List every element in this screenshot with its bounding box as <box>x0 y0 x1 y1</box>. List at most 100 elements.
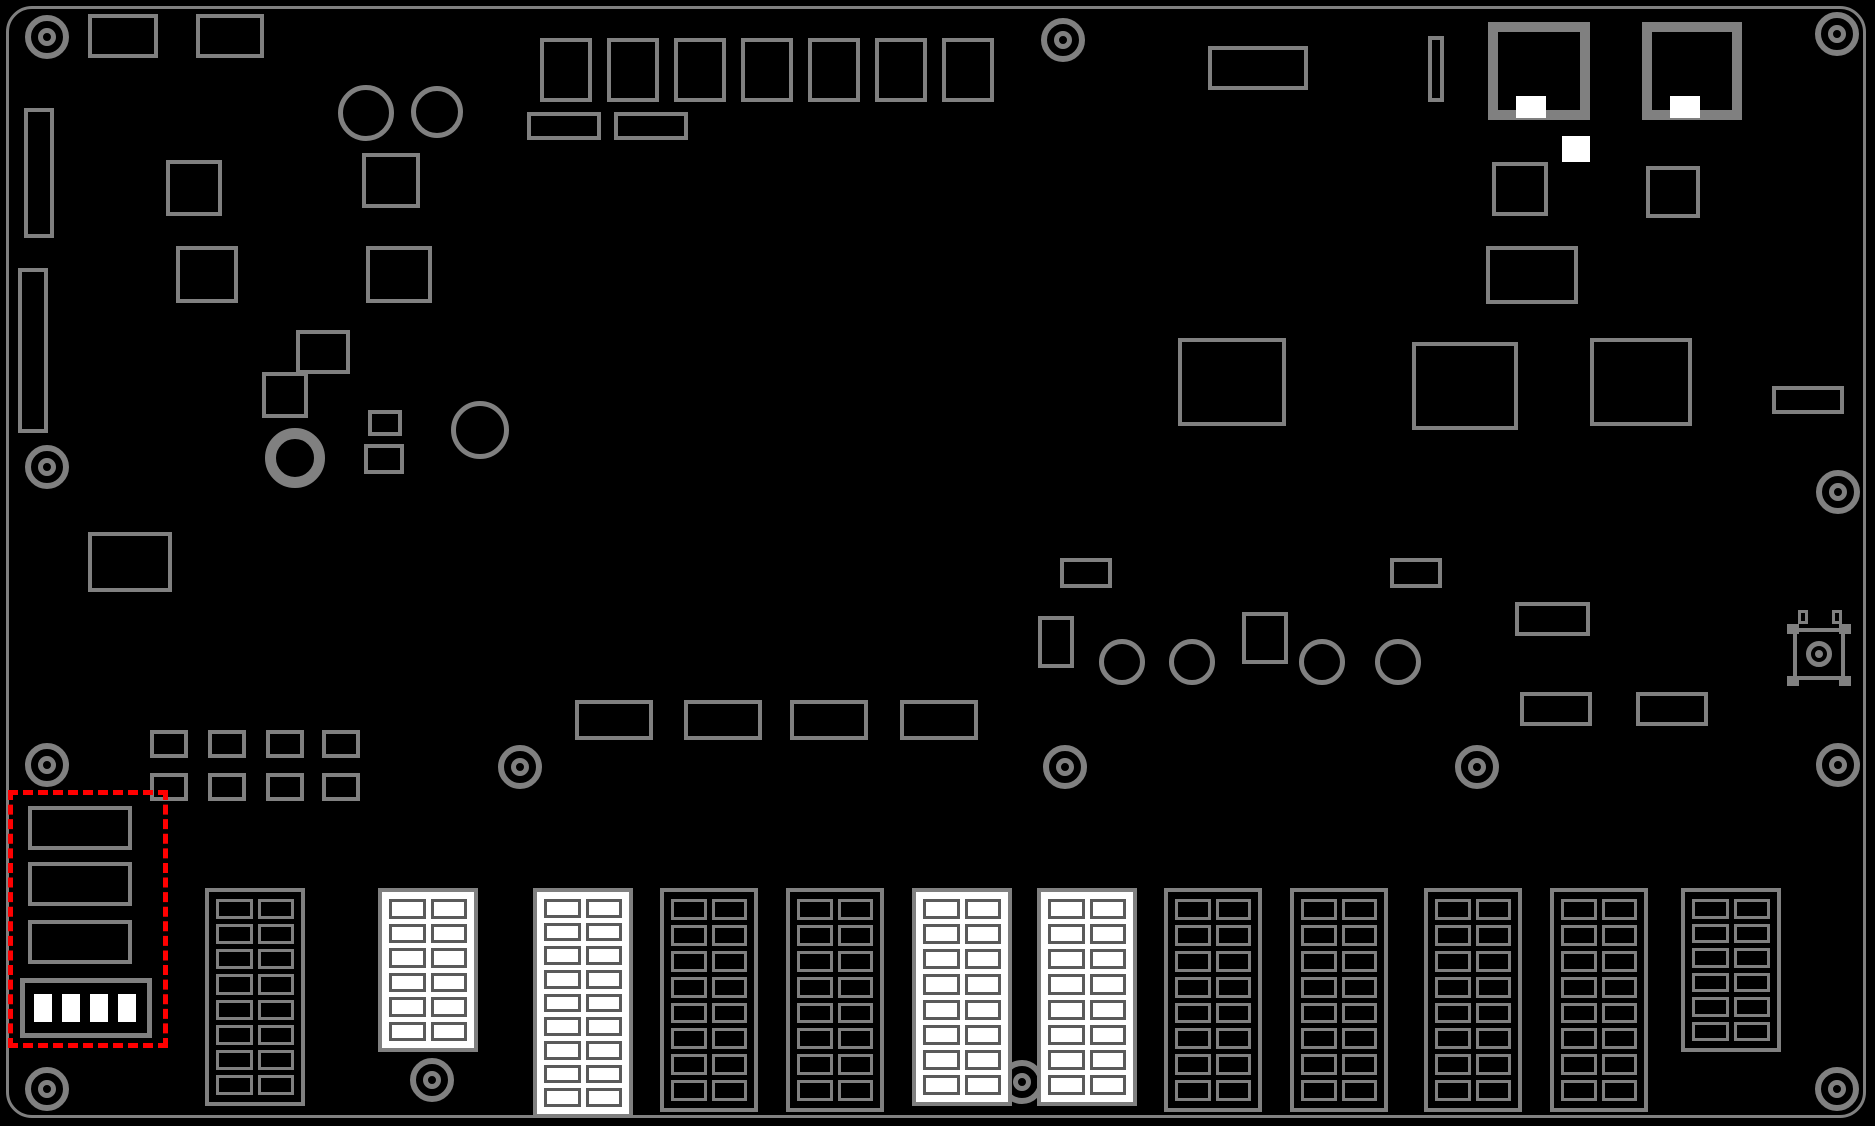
pin <box>257 899 294 920</box>
pin <box>389 899 426 919</box>
board-outline <box>6 6 1866 1118</box>
mounting-hole-inner <box>1828 25 1846 43</box>
pin <box>1175 1054 1211 1076</box>
smd-component <box>364 444 404 474</box>
pin <box>430 972 467 992</box>
pin <box>1301 1028 1337 1050</box>
pin <box>1215 950 1251 972</box>
pin <box>1175 1028 1211 1050</box>
smd-component <box>1428 36 1444 102</box>
pin <box>544 946 581 965</box>
mounting-hole <box>1043 745 1087 789</box>
pin <box>671 1080 707 1101</box>
pin <box>430 923 467 943</box>
pin <box>544 1088 581 1107</box>
pin <box>585 1040 622 1060</box>
edge-connector <box>18 268 48 433</box>
pin <box>1341 1080 1377 1101</box>
pin <box>1435 1028 1471 1050</box>
pin <box>1475 924 1511 946</box>
smd-component <box>1515 602 1590 636</box>
pin <box>671 1002 707 1024</box>
pin <box>1215 1054 1251 1076</box>
smd-component <box>88 14 158 58</box>
pin <box>1475 1028 1511 1050</box>
pin <box>1215 899 1251 920</box>
pin <box>1215 1080 1251 1101</box>
pin <box>1601 1002 1637 1024</box>
pin <box>585 993 622 1013</box>
pin <box>797 1028 833 1050</box>
mounting-hole-inner <box>1829 483 1847 501</box>
pin <box>837 899 873 920</box>
pin <box>1561 976 1597 998</box>
pin <box>1601 950 1637 972</box>
pin <box>1435 950 1471 972</box>
pin <box>797 924 833 946</box>
pin <box>1301 1054 1337 1076</box>
pin <box>430 948 467 968</box>
pin-header <box>660 888 758 1112</box>
pin <box>1561 899 1597 920</box>
pin <box>430 899 467 919</box>
smd-pad <box>150 730 188 758</box>
mounting-hole <box>1816 743 1860 787</box>
pin <box>837 1054 873 1076</box>
pin <box>1341 924 1377 946</box>
ic-outline <box>262 372 308 418</box>
ic-outline <box>875 38 927 102</box>
smd-component <box>1208 46 1308 90</box>
tactile-switch <box>1787 610 1852 696</box>
pin <box>1089 999 1126 1020</box>
pin-header <box>1037 888 1137 1106</box>
pin <box>923 949 960 970</box>
pin <box>585 922 622 942</box>
pin <box>389 923 426 943</box>
pin <box>1089 1049 1126 1070</box>
pin <box>964 999 1001 1020</box>
pin <box>1089 1074 1126 1095</box>
mounting-hole-inner <box>1829 756 1847 774</box>
pin <box>216 1049 253 1070</box>
capacitor-outline <box>411 86 463 138</box>
pin <box>797 899 833 920</box>
pin <box>797 950 833 972</box>
pin <box>216 899 253 920</box>
connector-pin <box>90 994 108 1022</box>
pin <box>1048 1024 1085 1045</box>
pin <box>837 1028 873 1050</box>
pin <box>1601 924 1637 946</box>
switch-pad <box>1839 624 1851 634</box>
smd-pad <box>322 730 360 758</box>
pin <box>923 999 960 1020</box>
pin <box>1475 899 1511 920</box>
pin <box>923 899 960 920</box>
white-marker <box>1562 136 1590 162</box>
pin <box>1435 1080 1471 1101</box>
mounting-hole <box>25 1067 69 1111</box>
pin <box>837 950 873 972</box>
pin <box>544 1064 581 1084</box>
pin <box>964 899 1001 920</box>
pin <box>1561 1028 1597 1050</box>
switch-dot <box>1815 650 1823 658</box>
pin-header <box>378 888 478 1052</box>
pin <box>1692 972 1729 992</box>
pin <box>1341 976 1377 998</box>
capacitor-outline <box>1099 639 1145 685</box>
pin <box>923 1074 960 1095</box>
pin <box>671 1028 707 1050</box>
pin <box>585 899 622 918</box>
pin <box>1215 1002 1251 1024</box>
mounting-hole-inner <box>511 758 529 776</box>
smd-pad <box>266 730 304 758</box>
mounting-hole-inner <box>38 28 56 46</box>
pin <box>1601 1028 1637 1050</box>
switch-pin <box>1798 610 1808 624</box>
ic-outline <box>607 38 659 102</box>
pin <box>257 999 294 1020</box>
pin-header <box>205 888 305 1106</box>
pin <box>1692 923 1729 943</box>
pin <box>671 950 707 972</box>
pin <box>216 999 253 1020</box>
